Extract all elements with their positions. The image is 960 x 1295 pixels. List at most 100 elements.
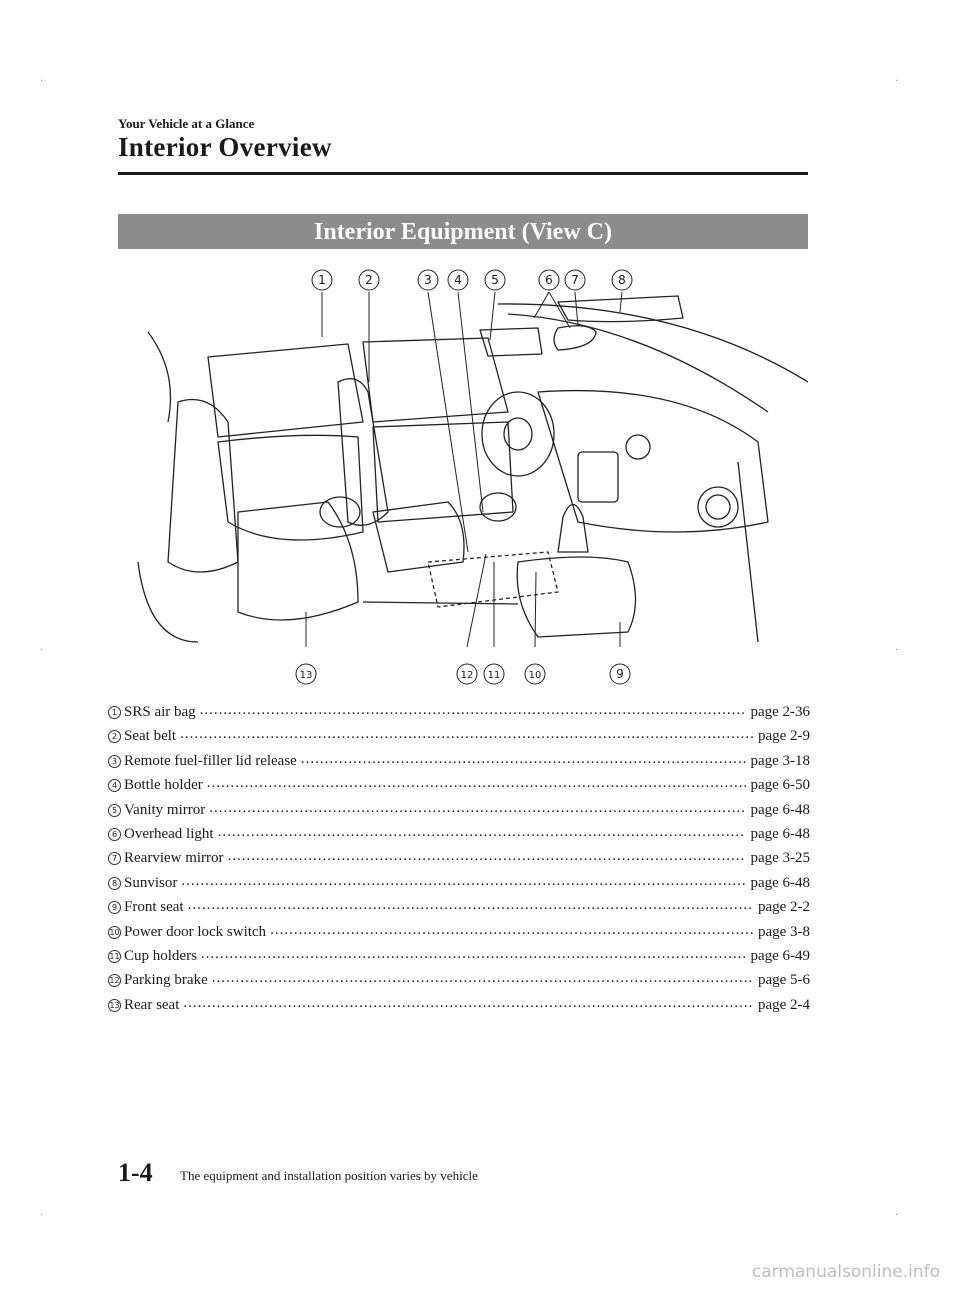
callout-8: 8 (611, 269, 633, 291)
section-label: Your Vehicle at a Glance (118, 116, 255, 131)
item-label: Parking brake (124, 972, 208, 989)
page-reference[interactable]: page 6-48 (750, 801, 810, 818)
roof-line (497, 303, 808, 383)
leader-dots (200, 704, 747, 719)
leader-dots (188, 899, 754, 914)
item-label: SRS air bag (124, 704, 196, 720)
item-label: Power door lock switch (124, 923, 267, 940)
crop-mark: · (895, 645, 899, 656)
svg-text:5: 5 (491, 273, 499, 287)
item-number: 10 (108, 925, 121, 939)
callout-9: 9 (609, 663, 631, 685)
leader-dots (180, 728, 754, 743)
svg-text:12: 12 (461, 670, 474, 681)
leader-dots (207, 777, 747, 792)
svg-text:1: 1 (318, 273, 326, 287)
crop-mark: · (895, 1210, 899, 1221)
sunvisor-shape (557, 295, 684, 323)
svg-text:2: 2 (365, 273, 373, 287)
item-label: Cup holders (124, 947, 197, 964)
a-pillar (147, 331, 172, 423)
footer-note: The equipment and installation position … (180, 1168, 478, 1183)
title-rule (118, 172, 808, 175)
vanity-shape (479, 327, 543, 357)
crop-mark: · (895, 76, 899, 87)
page-reference[interactable]: page 2-4 (757, 996, 810, 1013)
item-label: Bottle holder (124, 777, 203, 794)
page-reference[interactable]: page 5-6 (757, 972, 810, 989)
page-reference[interactable]: page 2-9 (757, 728, 810, 745)
page-reference[interactable]: page 2-2 (757, 899, 810, 916)
page-reference[interactable]: page 6-49 (750, 947, 810, 964)
rear-seat-shape (167, 398, 239, 573)
item-label: Sunvisor (124, 874, 178, 891)
callout-1: 1 (311, 269, 333, 291)
item-number: 8 (108, 876, 121, 890)
item-number: 13 (108, 998, 121, 1012)
page-reference[interactable]: page 3-18 (750, 752, 810, 769)
svg-text:9: 9 (616, 667, 624, 681)
item-number: 11 (108, 949, 121, 963)
item-label: Front seat (124, 899, 184, 916)
callout-2: 2 (358, 269, 380, 291)
item-number: 2 (108, 730, 121, 744)
callout-7: 7 (564, 269, 586, 291)
item-number: 3 (108, 754, 121, 768)
svg-text:3: 3 (424, 273, 432, 287)
page-reference[interactable]: page 6-48 (750, 825, 810, 842)
svg-text:11: 11 (488, 670, 501, 681)
svg-text:8: 8 (618, 273, 626, 287)
leader-dots (228, 850, 747, 865)
leader-dots (181, 875, 746, 890)
leader-dots (218, 826, 747, 841)
watermark: carmanualsonline.info (751, 1262, 940, 1282)
item-label: Rearview mirror (124, 850, 224, 867)
item-label: Rear seat (124, 996, 180, 1013)
leader-dots (183, 997, 754, 1012)
item-label: Overhead light (124, 825, 214, 842)
windshield-edge (507, 313, 769, 413)
page-reference[interactable]: page 3-25 (750, 850, 810, 867)
item-number: 12 (108, 974, 121, 988)
callout-12: 12 (456, 663, 478, 685)
page-reference[interactable]: page 3-8 (757, 923, 810, 940)
item-label: Vanity mirror (124, 801, 206, 818)
steering-wheel-shape (481, 391, 555, 477)
item-label: Seat belt (124, 728, 177, 745)
view-banner: Interior Equipment (View C) (118, 214, 808, 249)
callout-6: 6 (538, 269, 560, 291)
page-reference[interactable]: page 6-50 (750, 777, 810, 794)
item-number: 4 (108, 779, 121, 793)
page-number: 1-4 (118, 1158, 153, 1187)
callout-3: 3 (417, 269, 439, 291)
page-reference[interactable]: page 6-48 (750, 874, 810, 891)
leader-dots (209, 802, 746, 817)
front-seat-shape (516, 556, 637, 638)
page-reference[interactable]: page 2-36 (750, 704, 810, 720)
svg-text:7: 7 (571, 273, 579, 287)
crop-mark: · (40, 645, 44, 656)
svg-text:4: 4 (454, 273, 462, 287)
callout-10: 10 (524, 663, 546, 685)
callout-11: 11 (483, 663, 505, 685)
crop-mark: · (40, 76, 44, 87)
item-label: Remote fuel-filler lid release (124, 752, 297, 769)
item-number: 9 (108, 901, 121, 915)
leader-dots (270, 924, 754, 939)
svg-text:6: 6 (545, 273, 553, 287)
leader-dots (201, 948, 747, 963)
item-number: 5 (108, 803, 121, 817)
